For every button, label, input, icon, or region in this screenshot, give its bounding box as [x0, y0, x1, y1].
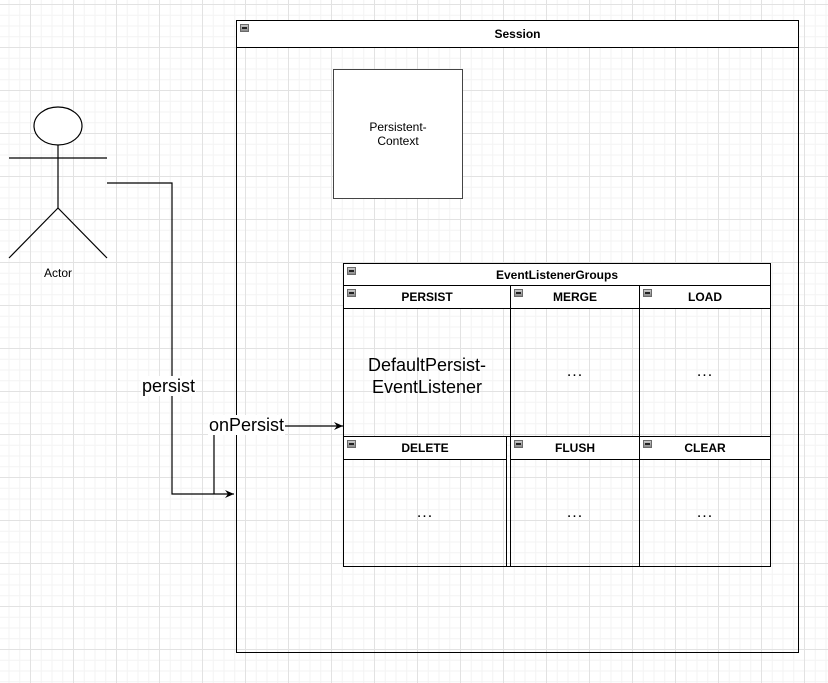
collapse-icon[interactable] [643, 440, 652, 448]
actor-head [33, 106, 83, 146]
group-clear-header[interactable]: CLEAR [640, 437, 770, 460]
on-persist-edge-label: onPersist [208, 415, 286, 435]
actor-figure[interactable] [8, 106, 108, 259]
persistent-context-label-line1: Persistent- [369, 120, 427, 134]
group-delete-title: DELETE [401, 441, 449, 455]
collapse-icon[interactable] [347, 267, 356, 275]
group-clear[interactable]: CLEAR ... [639, 436, 771, 567]
group-delete[interactable]: DELETE ... [343, 436, 507, 567]
group-delete-header[interactable]: DELETE [344, 437, 506, 460]
collapse-icon[interactable] [514, 289, 523, 297]
group-merge[interactable]: MERGE ... [510, 285, 640, 437]
event-listener-groups-title: EventListenerGroups [495, 268, 619, 282]
persist-edge-label: persist [141, 376, 197, 396]
actor-label: Actor [43, 266, 72, 280]
group-merge-body: ... [566, 363, 584, 380]
group-clear-body: ... [696, 503, 714, 521]
default-persist-listener-line2: EventListener [371, 377, 483, 397]
group-load-title: LOAD [688, 290, 722, 304]
session-header[interactable]: Session [237, 21, 798, 48]
group-flush[interactable]: FLUSH ... [510, 436, 640, 567]
collapse-icon[interactable] [347, 440, 356, 448]
collapse-icon[interactable] [514, 440, 523, 448]
session-title: Session [494, 27, 541, 41]
actor-leg-right [57, 207, 108, 259]
group-clear-title: CLEAR [684, 441, 726, 455]
default-persist-listener-line1: DefaultPersist- [367, 355, 487, 375]
event-listener-groups-header[interactable]: EventListenerGroups [344, 264, 770, 287]
collapse-icon[interactable] [347, 289, 356, 297]
group-load-header[interactable]: LOAD [640, 286, 770, 309]
group-persist-body: DefaultPersist- EventListener [344, 308, 510, 436]
group-load[interactable]: LOAD ... [639, 285, 771, 437]
group-merge-title: MERGE [552, 290, 597, 304]
collapse-icon[interactable] [643, 289, 652, 297]
group-flush-header[interactable]: FLUSH [511, 437, 639, 460]
collapse-icon[interactable] [240, 24, 249, 32]
session-container[interactable]: Session [236, 20, 799, 653]
group-persist[interactable]: PERSIST DefaultPersist- EventListener [343, 285, 511, 437]
group-flush-title: FLUSH [555, 441, 595, 455]
group-merge-header[interactable]: MERGE [511, 286, 639, 309]
group-persist-header[interactable]: PERSIST [344, 286, 510, 309]
persist-edge[interactable] [107, 182, 234, 498]
persistent-context-label-line2: Context [377, 134, 419, 148]
group-delete-body: ... [416, 503, 434, 521]
persistent-context-box[interactable]: Persistent- Context [333, 69, 463, 199]
actor-leg-left [8, 207, 59, 259]
group-load-body: ... [696, 363, 714, 380]
group-flush-body: ... [566, 503, 584, 521]
group-persist-title: PERSIST [401, 290, 453, 304]
